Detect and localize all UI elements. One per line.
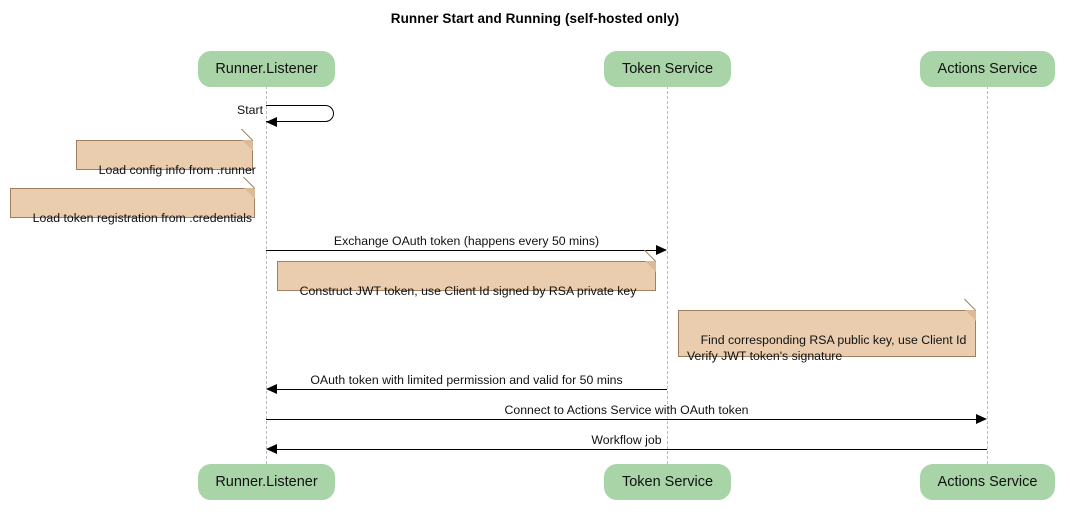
lifeline-actions — [987, 86, 988, 464]
note-fold-line-icon — [240, 128, 253, 141]
note-load-config: Load config info from .runner — [76, 128, 256, 177]
arrowhead-connect-actions — [976, 414, 987, 424]
participant-actions-service-top[interactable]: Actions Service — [920, 51, 1055, 87]
message-line-connect-actions — [266, 419, 977, 420]
message-line-oauth-token-return — [277, 389, 667, 390]
message-label-oauth-token-return: OAuth token with limited permission and … — [310, 373, 623, 387]
message-label-start: Start — [237, 103, 263, 117]
note-fold-icon — [645, 261, 656, 272]
message-label-exchange-oauth: Exchange OAuth token (happens every 50 m… — [333, 234, 600, 248]
note-load-token-registration: Load token registration from .credential… — [10, 176, 255, 225]
note-load-config-text: Load config info from .runner — [98, 163, 256, 177]
participant-token-service-top[interactable]: Token Service — [604, 51, 731, 87]
note-load-token-registration-text: Load token registration from .credential… — [32, 211, 253, 225]
note-fold-icon — [242, 140, 253, 151]
note-verify-jwt: Find corresponding RSA public key, use C… — [678, 298, 976, 363]
arrowhead-exchange-oauth — [656, 245, 667, 255]
lifeline-runner — [266, 86, 267, 464]
note-fold-icon — [965, 310, 976, 321]
participant-runner-listener-bottom[interactable]: Runner.Listener — [198, 464, 335, 500]
arrowhead-workflow-job — [266, 444, 277, 454]
self-message-loop-start — [266, 105, 334, 122]
message-line-exchange-oauth — [266, 250, 657, 251]
note-verify-jwt-text: Find corresponding RSA public key, use C… — [687, 333, 967, 363]
arrowhead-oauth-token-return — [266, 384, 277, 394]
note-construct-jwt-text: Construct JWT token, use Client Id signe… — [299, 284, 637, 298]
note-fold-line-icon — [643, 249, 656, 262]
page-title: Runner Start and Running (self-hosted on… — [390, 11, 680, 26]
message-label-connect-actions: Connect to Actions Service with OAuth to… — [504, 403, 749, 417]
arrowhead-start — [266, 117, 277, 127]
note-fold-icon — [244, 188, 255, 199]
note-construct-jwt: Construct JWT token, use Client Id signe… — [277, 249, 656, 298]
lifeline-token — [667, 86, 668, 464]
message-line-workflow-job — [277, 449, 987, 450]
participant-actions-service-bottom[interactable]: Actions Service — [920, 464, 1055, 500]
participant-token-service-bottom[interactable]: Token Service — [604, 464, 731, 500]
message-label-workflow-job: Workflow job — [591, 433, 662, 447]
participant-runner-listener-top[interactable]: Runner.Listener — [198, 51, 335, 87]
note-fold-line-icon — [242, 176, 255, 189]
note-fold-line-icon — [963, 298, 976, 311]
